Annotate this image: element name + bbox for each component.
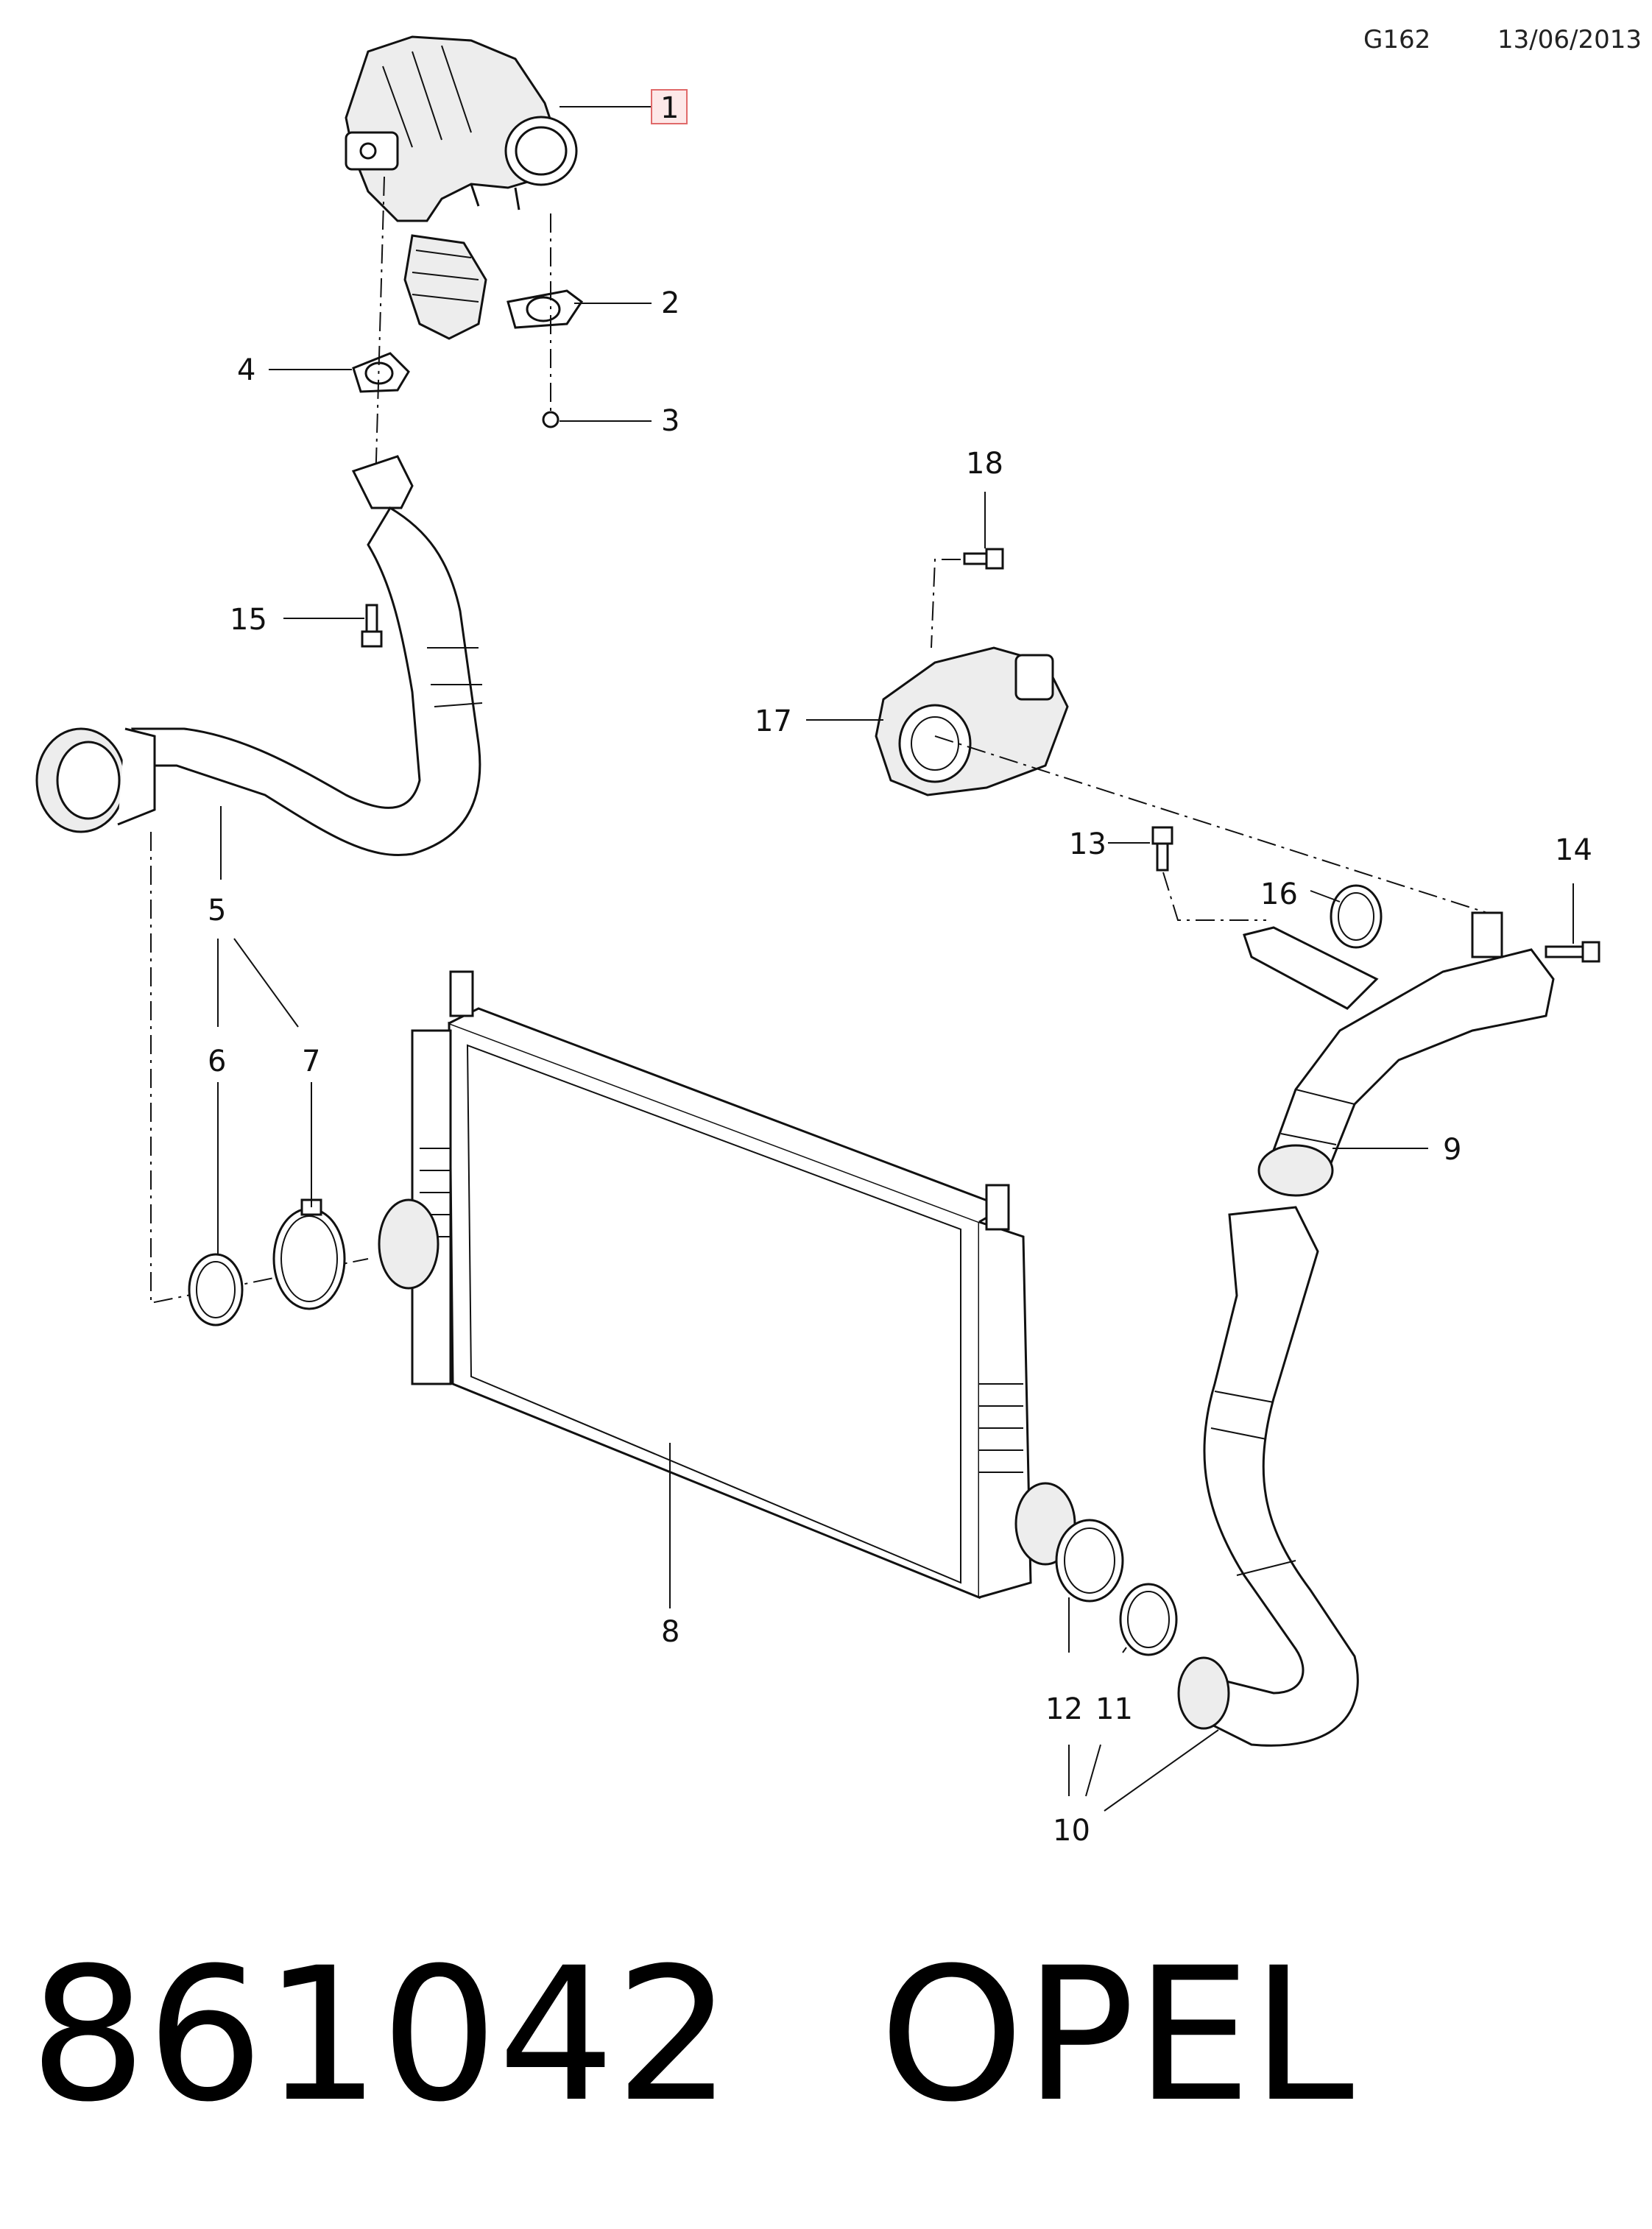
throttle-body-17[interactable] bbox=[875, 646, 1488, 914]
leader-10-c bbox=[1104, 1729, 1219, 1812]
diagram-code: G162 bbox=[1363, 25, 1431, 54]
callout-6[interactable]: 6 bbox=[208, 1045, 226, 1078]
callout-16[interactable]: 16 bbox=[1260, 877, 1298, 911]
clamp-12[interactable] bbox=[1055, 1519, 1124, 1603]
callout-14[interactable]: 14 bbox=[1555, 833, 1592, 867]
callout-1-highlight bbox=[651, 89, 688, 124]
callout-1[interactable]: 1 bbox=[660, 91, 679, 125]
callout-3[interactable]: 3 bbox=[661, 404, 679, 438]
intercooler-8[interactable] bbox=[378, 970, 1076, 1600]
bolt-13[interactable] bbox=[1151, 826, 1266, 921]
bolt-15[interactable] bbox=[361, 604, 383, 648]
callout-5[interactable]: 5 bbox=[208, 894, 226, 928]
callout-17[interactable]: 17 bbox=[755, 704, 792, 738]
bolt-14[interactable] bbox=[1545, 941, 1600, 963]
o-ring-16[interactable] bbox=[1330, 884, 1383, 949]
callout-11[interactable]: 11 bbox=[1095, 1692, 1133, 1726]
turbocharger[interactable] bbox=[345, 35, 578, 340]
callout-18[interactable]: 18 bbox=[966, 447, 1003, 481]
leader-16 bbox=[1310, 890, 1341, 902]
nut-3[interactable] bbox=[542, 213, 560, 428]
gasket-4[interactable] bbox=[352, 176, 410, 487]
intake-hose-5[interactable] bbox=[35, 455, 483, 1304]
callout-12[interactable]: 12 bbox=[1045, 1692, 1083, 1726]
leader-10-11 bbox=[1122, 1647, 1127, 1653]
o-ring-6[interactable] bbox=[188, 1253, 244, 1327]
callout-15[interactable]: 15 bbox=[230, 603, 267, 637]
diagram-date: 13/06/2013 bbox=[1497, 25, 1642, 54]
leader-5-7 bbox=[233, 938, 299, 1028]
o-ring-11[interactable] bbox=[1119, 1583, 1178, 1656]
callout-8[interactable]: 8 bbox=[661, 1615, 679, 1649]
parts-diagram: 1 2 3 4 15 5 6 7 8 9 12 11 10 13 14 16 1… bbox=[35, 35, 1600, 1848]
callout-7[interactable]: 7 bbox=[302, 1045, 320, 1078]
callout-13[interactable]: 13 bbox=[1069, 827, 1106, 861]
charge-pipe-9[interactable] bbox=[1243, 911, 1555, 1197]
callout-4[interactable]: 4 bbox=[237, 353, 255, 387]
leader-10-b bbox=[1085, 1744, 1101, 1797]
charge-hose-10[interactable] bbox=[1177, 1206, 1359, 1747]
bolt-18[interactable] bbox=[931, 548, 1004, 649]
brand-name: OPEL bbox=[879, 1928, 1355, 2142]
callout-2[interactable]: 2 bbox=[661, 286, 679, 320]
part-number: 861042 bbox=[29, 1928, 733, 2142]
gasket-2[interactable] bbox=[506, 289, 584, 329]
callout-9[interactable]: 9 bbox=[1443, 1133, 1461, 1167]
callout-10[interactable]: 10 bbox=[1053, 1814, 1090, 1848]
clamp-7[interactable] bbox=[272, 1198, 346, 1310]
